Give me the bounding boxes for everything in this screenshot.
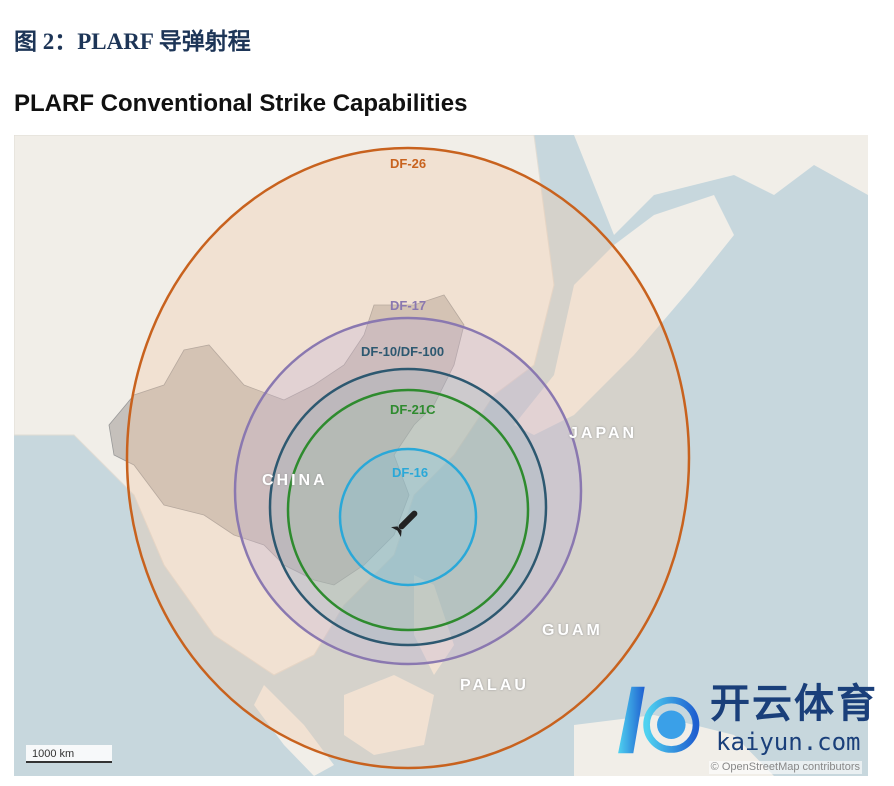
label-df-21c: DF-21C [390, 402, 436, 417]
place-label-china: CHINA [262, 472, 328, 489]
land-russia-east [574, 135, 868, 235]
scale-bar: 1000 km [26, 745, 112, 763]
land-borneo [344, 675, 434, 755]
map-canvas [14, 135, 868, 776]
land-philippines [414, 575, 454, 675]
ring-df-26 [125, 146, 691, 770]
watermark-cn: 开云体育 [710, 682, 878, 726]
ring-df-10-df-100 [268, 367, 548, 647]
place-label-guam: GUAM [542, 622, 603, 639]
range-rings [125, 146, 691, 770]
chart-title: PLARF Conventional Strike Capabilities [14, 90, 468, 117]
place-label-palau: PALAU [460, 677, 529, 694]
ring-df-17 [233, 316, 583, 666]
figure-caption: 图 2：PLARF 导弹射程 [14, 29, 251, 54]
land-japan [514, 195, 734, 435]
label-df-17: DF-17 [390, 298, 427, 313]
land-sumatra [254, 685, 334, 776]
label-df-16: DF-16 [392, 465, 429, 480]
missile-icon [391, 510, 418, 537]
label-df-26: DF-26 [390, 156, 427, 171]
ring-df-21c [286, 388, 530, 632]
place-label-japan: JAPAN [569, 425, 638, 442]
map-attribution[interactable]: © OpenStreetMap contributors [708, 761, 862, 774]
range-map[interactable]: DF-26 DF-17 DF-10/DF-100 DF-21C DF-16 CH… [14, 135, 868, 776]
watermark-logo: 开云体育 kaiyun.com [610, 682, 882, 758]
label-df-10-df-100: DF-10/DF-100 [361, 344, 445, 359]
watermark-en: kaiyun.com [716, 728, 861, 756]
watermark-k-icon [618, 686, 700, 754]
